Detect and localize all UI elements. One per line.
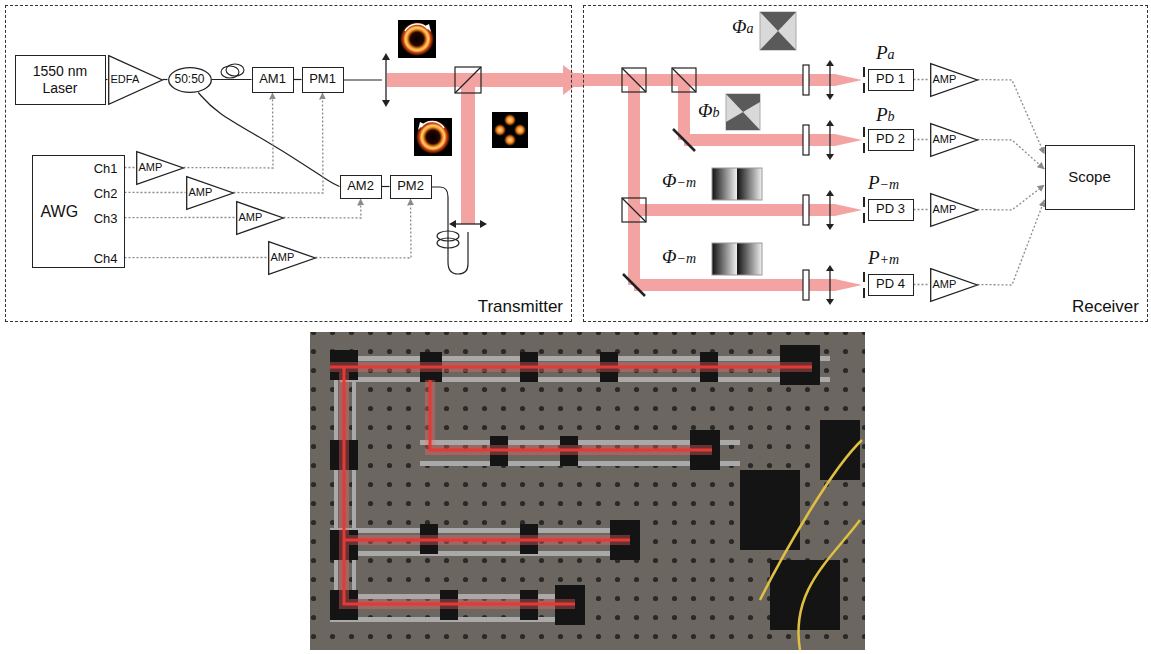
amplifier-triangle: AMP (268, 241, 316, 275)
fiber-link (294, 79, 302, 80)
box-label: AMP (189, 186, 213, 199)
receiver-optics (583, 12, 864, 305)
signal-wire (978, 200, 1045, 285)
channel-label: Ch4 (94, 251, 118, 266)
box-label: AM2 (347, 179, 374, 194)
box-label: PM1 (309, 72, 336, 87)
signal-wire (125, 192, 186, 193)
signal-wire (978, 140, 1045, 170)
photodiode-box: PD 2 (868, 129, 914, 151)
signal-wire (316, 199, 412, 259)
photodiode-box: PD 3 (868, 199, 914, 221)
setup-photo (310, 332, 865, 650)
triangle-outline (136, 151, 183, 184)
fiber-link (198, 93, 339, 187)
triangle-outline (930, 268, 977, 301)
amplifier-triangle: AMP (236, 201, 284, 235)
symbol-label: Φb (698, 100, 719, 123)
modulator-box: PM2 (390, 175, 432, 199)
signal-wire (125, 257, 268, 258)
fiber-link (212, 79, 252, 80)
beam-arrow (572, 73, 583, 87)
symbol-label: Φ−m (662, 246, 696, 269)
generator-box: AWG Ch1Ch2Ch3Ch4 (32, 155, 125, 268)
channel-label: Ch3 (94, 211, 118, 226)
laser-box: 1550 nm Laser (15, 55, 106, 105)
triangle-outline (930, 193, 977, 226)
symbol-label: P−m (868, 172, 899, 195)
channel-label: Ch2 (94, 186, 118, 201)
signal-wire (284, 199, 362, 219)
amplifier-triangle: AMP (186, 176, 234, 210)
scope-box: Scope (1045, 145, 1135, 210)
box-label: AMP (933, 133, 957, 146)
box-label: PD 1 (876, 72, 905, 87)
symbol-label: P+m (868, 247, 899, 270)
box-label: 50:50 (174, 73, 204, 87)
modulator-box: AM2 (340, 175, 382, 199)
triangle-outline (930, 123, 977, 156)
triangle-outline (930, 63, 977, 96)
modulator-box: AM1 (252, 67, 294, 93)
box-label: EDFA (111, 73, 140, 86)
signal-wire (125, 167, 136, 168)
amplifier-triangle: AMP (930, 268, 978, 302)
panel-title: Transmitter (478, 297, 563, 317)
box-label: PD 4 (876, 277, 905, 292)
box-label: AMP (933, 73, 957, 86)
box-label: AMP (933, 278, 957, 291)
box-label: PD 3 (876, 202, 905, 217)
box-label: AMP (933, 203, 957, 216)
amplifier-triangle: AMP (930, 123, 978, 157)
symbol-label: Pb (876, 104, 895, 127)
panel-title: Receiver (1072, 297, 1139, 317)
signal-wire (914, 209, 930, 210)
amplifier-triangle: AMP (930, 193, 978, 227)
triangle-outline (108, 55, 162, 104)
box-label: AWG (41, 202, 79, 220)
signal-wire (914, 79, 930, 80)
signal-wire (914, 139, 930, 140)
triangle-outline (268, 241, 315, 274)
box-label: PM2 (397, 179, 424, 194)
panel-frame: Transmitter 1550 nm Laser EDFA 50:50 AM1 PM1A… (5, 5, 572, 322)
box-label: AMP (271, 251, 295, 264)
modulator-box: PM1 (302, 67, 344, 93)
amplifier-triangle: EDFA (108, 55, 163, 105)
signal-wire (978, 185, 1045, 210)
fiber-link (106, 79, 108, 80)
symbol-label: Φ−m (662, 170, 696, 193)
signal-wire (125, 217, 236, 218)
signal-wire (234, 93, 324, 194)
amplifier-triangle: AMP (136, 151, 184, 185)
box-label: AMP (139, 161, 163, 174)
amplifier-triangle: AMP (930, 63, 978, 97)
signal-wire (914, 284, 930, 285)
signal-wire (184, 93, 274, 169)
transmitter-optics (221, 20, 572, 274)
symbol-label: Pa (876, 42, 895, 65)
box-label: AMP (239, 211, 263, 224)
panel-frame: Receiver PD 1 AMP PD 2 AMP PD 3 AMP PD 4 AMP Scop… (583, 5, 1148, 322)
photodiode-box: PD 1 (868, 69, 914, 91)
triangle-outline (236, 201, 283, 234)
ellipse-outline (168, 67, 211, 92)
box-label: 1550 nm Laser (16, 63, 105, 95)
fiber-link (382, 186, 390, 187)
box-label: Scope (1068, 168, 1111, 185)
triangle-outline (186, 176, 233, 209)
channel-label: Ch1 (94, 161, 118, 176)
photodiode-box: PD 4 (868, 274, 914, 296)
symbol-label: Φa (732, 16, 753, 39)
box-label: PD 2 (876, 132, 905, 147)
coupler-ellipse: 50:50 (168, 67, 212, 93)
signal-wire (978, 80, 1045, 155)
box-label: AM1 (259, 72, 286, 87)
